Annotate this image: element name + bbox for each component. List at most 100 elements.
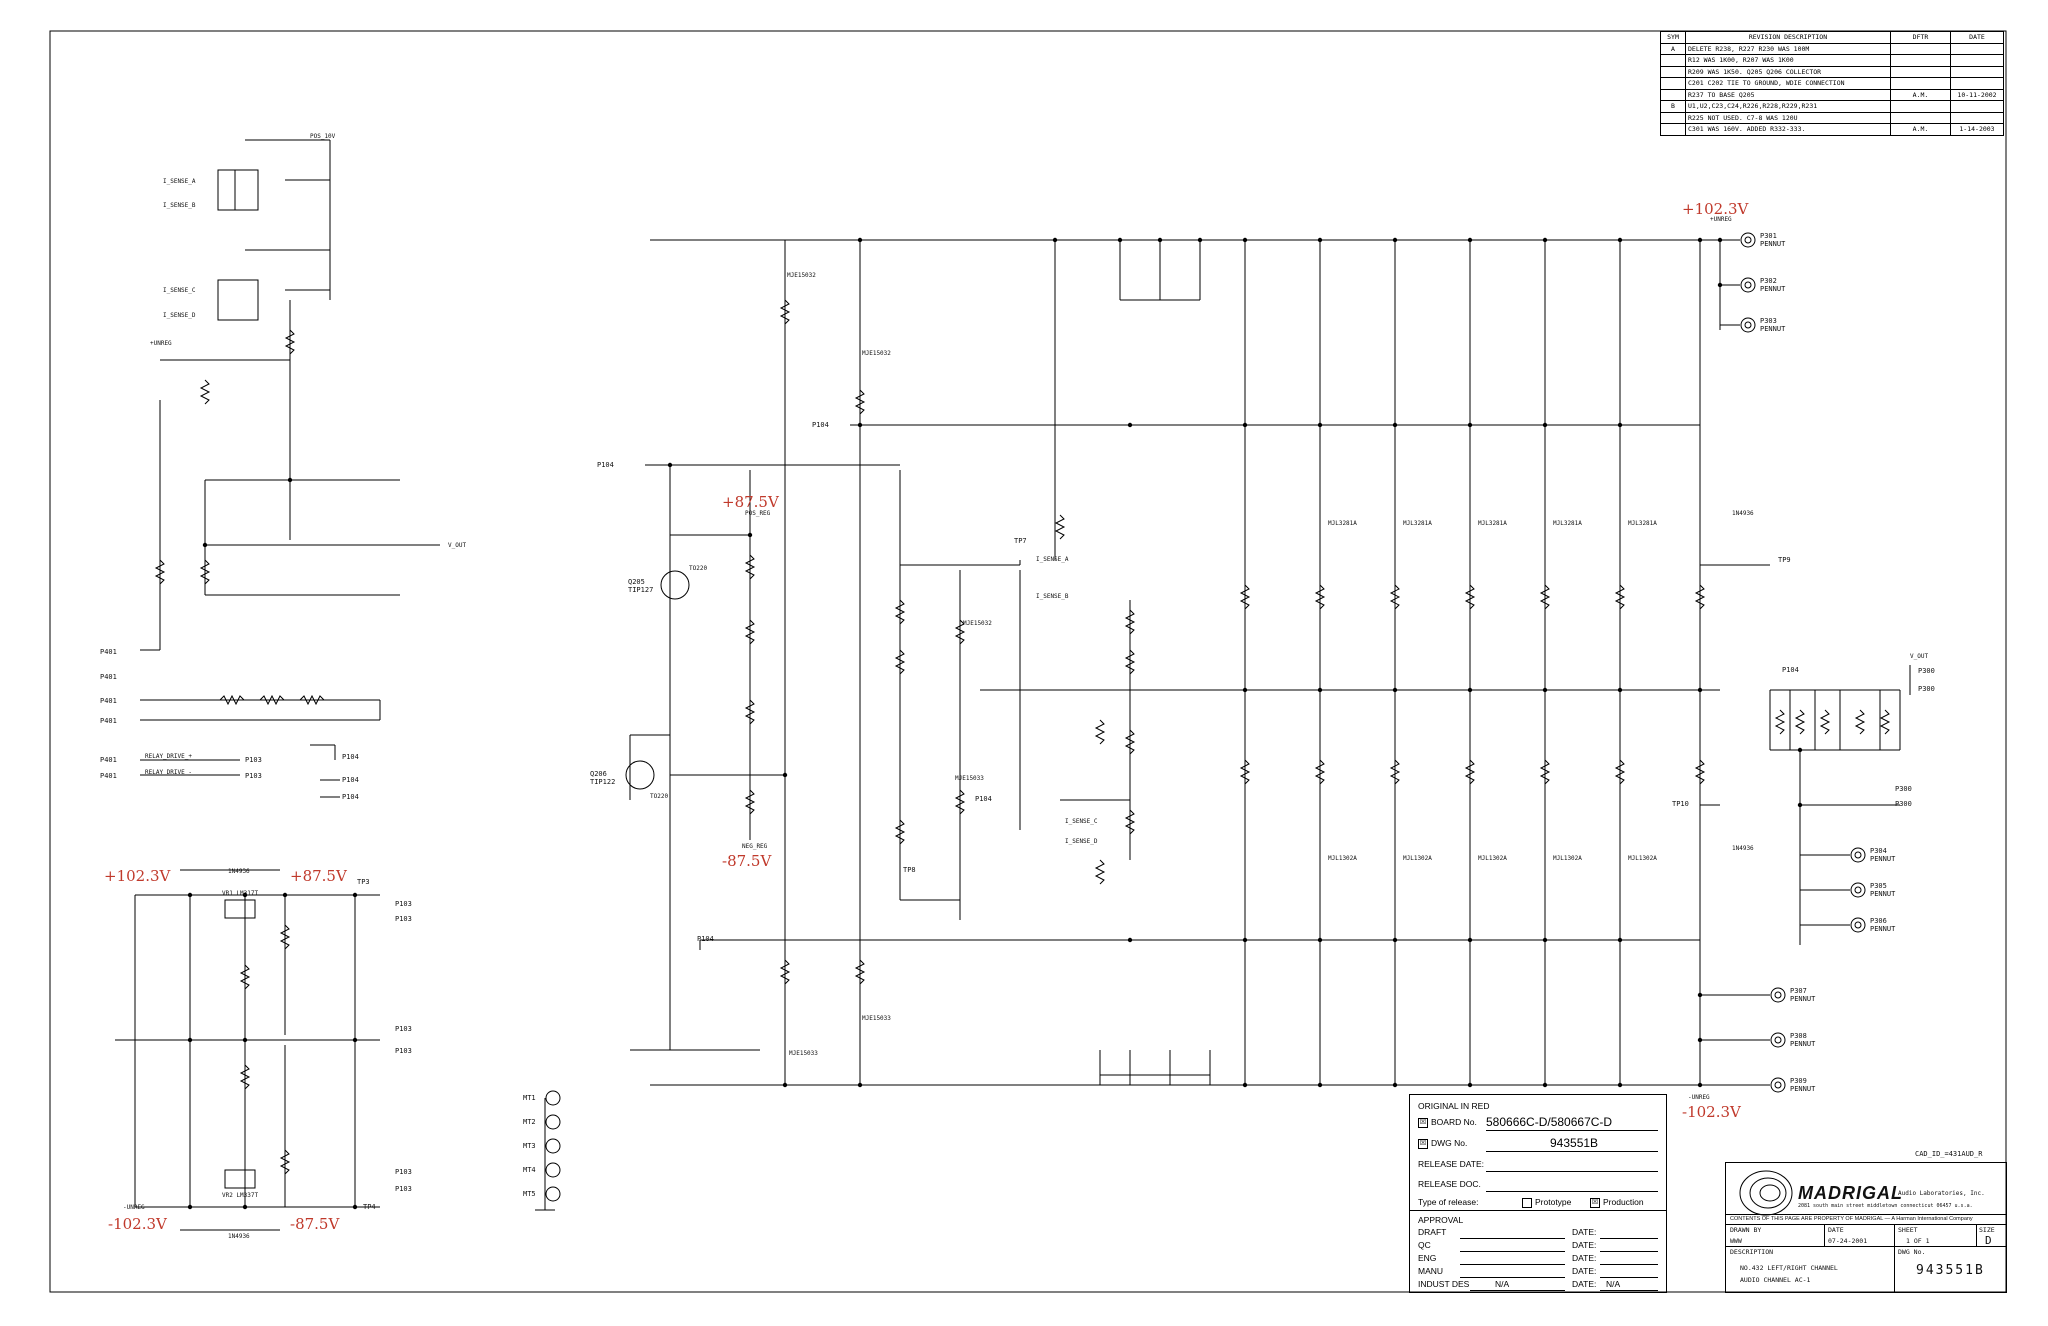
size-value: D — [1985, 1234, 1992, 1247]
sense-label-b-2: I_SENSE_B — [1036, 593, 1069, 600]
release-doc-label: RELEASE DOC. — [1418, 1179, 1481, 1189]
rail-voltage-pos-102: +102.3V — [1682, 200, 1749, 218]
pennut-p305-type: PENNUT — [1870, 890, 1896, 898]
connector-p104-a: P104 — [812, 421, 829, 429]
rev-sym — [1660, 54, 1686, 67]
test-point-tp9: TP9 — [1778, 556, 1791, 564]
description-label: DESCRIPTION — [1730, 1248, 1774, 1256]
test-point-tp4: TP4 — [363, 1203, 376, 1211]
pennut-p307-ref: P307 — [1790, 987, 1807, 995]
production-option: ☒Production — [1590, 1197, 1644, 1208]
test-point-tp3: TP3 — [357, 878, 370, 886]
prototype-checkbox[interactable] — [1522, 1197, 1532, 1208]
label-cr-1: 1N4936 — [228, 868, 250, 875]
psu-voltage-neg-87: -87.5V — [290, 1215, 340, 1233]
label-mjl3281a-5: MJL3281A — [1628, 520, 1657, 527]
connector-p104-c: P104 — [975, 795, 992, 803]
label-mjl1302a-3: MJL1302A — [1478, 855, 1507, 862]
pennut-p302-ref: P302 — [1760, 277, 1777, 285]
sheet-label: SHEET — [1898, 1226, 1918, 1234]
connector-p401-2: P401 — [100, 673, 117, 681]
prototype-label: Prototype — [1535, 1197, 1572, 1207]
rev-dftr: A.M. — [1890, 123, 1951, 136]
dwg-no-value: 943551B — [1550, 1136, 1599, 1150]
rev-desc: R12 WAS 1K00, R207 WAS 1K00 — [1685, 54, 1891, 67]
mounting-hole-mt4: MT4 — [523, 1166, 536, 1174]
drawn-by-label: DRAWN BY — [1730, 1226, 1762, 1234]
connector-p103-f: P103 — [395, 1047, 412, 1055]
property-notice: CONTENTS OF THIS PAGE ARE PROPERTY OF MA… — [1730, 1216, 1973, 1222]
label-to220-b: TO220 — [650, 793, 669, 800]
pennut-p309-type: PENNUT — [1790, 1085, 1816, 1093]
rev-dftr — [1890, 100, 1951, 113]
net-label-pos-reg: POS_REG — [745, 510, 771, 517]
label-mje15033-c: MJE15033 — [862, 1015, 891, 1022]
approval-role-indust-des: INDUST DES — [1418, 1279, 1470, 1289]
rev-date — [1950, 100, 2004, 113]
revision-row: R209 WAS 1K50. Q205 Q206 COLLECTOR — [1660, 65, 2004, 78]
rev-date — [1950, 77, 2004, 90]
title-dwg-no-label: DWG No. — [1898, 1248, 1926, 1256]
pennut-p303-ref: P303 — [1760, 317, 1777, 325]
label-cr-3: 1N4936 — [1732, 510, 1754, 517]
pennut-p305-ref: P305 — [1870, 882, 1887, 890]
rev-date — [1950, 65, 2004, 78]
pennut-p302-type: PENNUT — [1760, 285, 1786, 293]
label-q205-ref: Q205 — [628, 578, 645, 586]
test-point-tp8: TP8 — [903, 866, 916, 874]
connector-p103-b: P103 — [245, 772, 262, 780]
revision-row: R12 WAS 1K00, R207 WAS 1K00 — [1660, 54, 2004, 67]
label-cr-4: 1N4936 — [1732, 845, 1754, 852]
psu-voltage-pos-102: +102.3V — [104, 867, 171, 885]
sense-label-c-2: I_SENSE_C — [1065, 818, 1098, 825]
net-label-neg-unreg: -UNREG — [1688, 1094, 1710, 1101]
approval-label: APPROVAL — [1418, 1215, 1464, 1225]
revision-row: B U1,U2,C23,C24,R226,R228,R229,R231 — [1660, 100, 2004, 113]
label-q206-ref: Q206 — [590, 770, 607, 778]
label-q206-part: TIP122 — [590, 778, 616, 786]
test-point-tp10: TP10 — [1672, 800, 1689, 808]
rev-dftr: A.M. — [1890, 88, 1951, 101]
connector-p104-f: P104 — [342, 776, 359, 784]
connector-p104-b: P104 — [597, 461, 614, 469]
sheet-value: 1 OF 1 — [1906, 1237, 1930, 1245]
approval-role-qc: QC — [1418, 1240, 1431, 1250]
rail-voltage-neg-87: -87.5V — [722, 852, 772, 870]
production-checkbox[interactable]: ☒ — [1590, 1197, 1600, 1208]
rev-sym: A — [1660, 42, 1686, 55]
pennut-p301-ref: P301 — [1760, 232, 1777, 240]
connector-p401-4: P401 — [100, 717, 117, 725]
rev-dftr — [1890, 54, 1951, 67]
psu-voltage-pos-87: +87.5V — [290, 867, 347, 885]
rev-date: 1-14-2003 — [1950, 123, 2004, 136]
rev-date — [1950, 111, 2004, 124]
rev-desc: R209 WAS 1K50. Q205 Q206 COLLECTOR — [1685, 65, 1891, 78]
rev-date: 10-11-2002 — [1950, 88, 2004, 101]
label-mje15033-a: MJE15033 — [955, 775, 984, 782]
net-label-neg-reg: NEG_REG — [742, 843, 768, 850]
connector-p300-4: P300 — [1895, 800, 1912, 808]
label-mjl1302a-5: MJL1302A — [1628, 855, 1657, 862]
revision-header-row: SYM REVISION DESCRIPTION DFTR DATE — [1660, 31, 2004, 44]
connector-p300-2: P300 — [1918, 685, 1935, 693]
pennut-p307-type: PENNUT — [1790, 995, 1816, 1003]
connector-p104-right: P104 — [1782, 666, 1799, 674]
rev-sym — [1660, 88, 1686, 101]
rev-sym — [1660, 77, 1686, 90]
connector-p104-d: P104 — [697, 935, 714, 943]
description-line-2: AUDIO CHANNEL AC-1 — [1740, 1276, 1811, 1284]
connector-p103-g: P103 — [395, 1168, 412, 1176]
pennut-p308-ref: P308 — [1790, 1032, 1807, 1040]
revision-row: A DELETE R238, R227 R230 WAS 100M — [1660, 42, 2004, 55]
indust-des-value: N/A — [1495, 1279, 1510, 1289]
company-address: 2081 south main street middletown connec… — [1798, 1203, 1973, 1209]
approval-role-manu: MANU — [1418, 1266, 1444, 1276]
sense-label-a-2: I_SENSE_A — [1036, 556, 1069, 563]
indust-des-date-value: N/A — [1606, 1279, 1621, 1289]
label-mjl3281a-2: MJL3281A — [1403, 520, 1432, 527]
